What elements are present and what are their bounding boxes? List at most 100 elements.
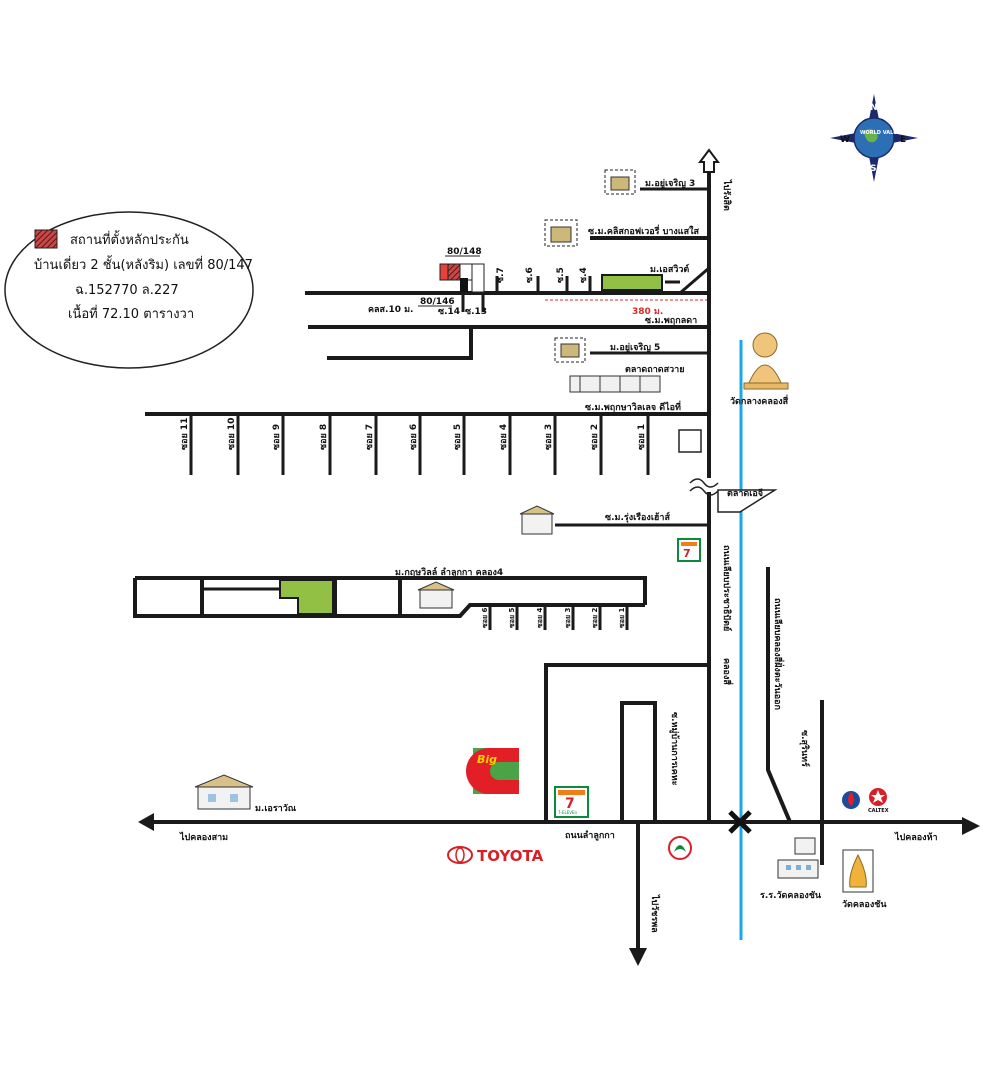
label-soi5: ซ.5	[556, 267, 566, 283]
compass-e: E	[900, 135, 906, 145]
ptt-icon	[842, 791, 860, 809]
upper-soi-label: ซอย 2	[590, 424, 600, 450]
seven-eleven-south-icon: 7 7-ELEVEn	[554, 786, 589, 818]
stupa-icon	[849, 853, 867, 888]
plot-green-kritsada	[279, 579, 334, 615]
upper-soi-label: ซอย 4	[499, 424, 509, 450]
upper-soi-label: ซอย 7	[365, 424, 375, 450]
big-c-text: Big	[477, 753, 497, 766]
lower-soi-label: ซอย 5	[508, 608, 516, 628]
label-wat-khlong4: วัดกลางคลองสี่	[730, 394, 789, 407]
big-c-logo: Big	[466, 748, 519, 794]
label-to-rangsit: ไปรังสิต	[721, 179, 733, 211]
lower-soi-label: ซอย 4	[536, 608, 544, 628]
label-m-ayuchern3: ม.อยู่เจริญ 3	[645, 178, 695, 189]
legend-house: บ้านเดี่ยว 2 ชั้น(หลังริม) เลขที่ 80/147	[34, 255, 253, 273]
label-to-khlong5: ไปคลองห้า	[894, 831, 938, 843]
upper-soi-label: ซอย 1	[637, 424, 647, 450]
canal: คลองสี่	[721, 340, 743, 940]
house-icon	[560, 343, 580, 358]
label-m-kritsada: ม.กฤษวิลล์ ลำลูกกา คลอง4	[395, 566, 503, 578]
house-icon	[550, 226, 572, 243]
svg-text:7: 7	[683, 547, 691, 560]
house-icon	[419, 589, 453, 609]
label-to-wiwat: ไปวัชรพล	[649, 894, 661, 933]
compass-n: N	[870, 103, 878, 113]
upper-soi-label: ซอย 11	[180, 418, 190, 450]
soi-m-phruksa: ซ.ม.พฤกลดา	[308, 316, 709, 329]
seven-eleven-icon: 7	[677, 538, 701, 562]
poi-wat-khlongchan: วัดคลองชัน	[842, 849, 887, 910]
poi-wat-khlong4: วัดกลางคลองสี่	[730, 332, 789, 407]
label-market: ตลาดถาดสวาย	[625, 365, 684, 375]
legend-deed: ฉ.152770 ล.227	[75, 283, 179, 298]
label-khlong4: คลองสี่	[721, 658, 734, 685]
building-block	[678, 429, 702, 453]
label-soi6: ซ.6	[525, 267, 535, 283]
toyota-text: TOYOTA	[477, 847, 544, 865]
poi-m-erawan: ม.เอราวัณ	[194, 774, 297, 814]
label-soi-m-classic: ซ.ม.คลิสกอฟเวอรี่ บางแสใส	[588, 224, 699, 237]
toyota-logo: TOYOTA	[447, 846, 544, 865]
soi-village: ซ.หมู่บ้านการเคหะ	[544, 663, 709, 822]
label-soi14: ซ.14	[438, 307, 460, 317]
upper-soi-label: ซอย 10	[227, 418, 237, 450]
label-distance-380: 380 ม.	[632, 307, 663, 317]
lower-soi-label: ซอย 3	[564, 608, 572, 628]
upper-soi-label: ซอย 9	[272, 424, 282, 450]
buddha-icon	[747, 364, 783, 386]
upper-soi-label: ซอย 5	[453, 424, 463, 450]
east-roads: ถนนเลียบคลองสี่ฝั่งตะวันออก ซ.สุรินทร์	[766, 567, 824, 865]
arrow-east-icon	[962, 817, 980, 835]
label-soi-village: ซ.หมู่บ้านการเคหะ	[669, 712, 680, 786]
lower-soi-label: ซอย 1	[618, 608, 626, 628]
seven-eleven-text: 7-ELEVEn	[558, 810, 578, 815]
soi-m-phruksa-ville: ซ.ม.พฤกษาวิลเลจ ดีไอที่	[145, 400, 709, 416]
compass-w: W	[840, 135, 850, 145]
lower-soi-label: ซอย 6	[481, 608, 489, 628]
legend-swatch	[34, 229, 58, 249]
house-icon	[610, 176, 630, 191]
main-horizontal-road: ไปคลองสาม ไปคลองห้า ถนนลำลูกกา	[138, 810, 980, 843]
label-road-khlong4-side: ถนนเลียบคลองสี่ฝั่งตะวันออก	[772, 598, 785, 710]
legend-title: สถานที่ตั้งหลักประกัน	[70, 230, 189, 248]
poi-m-ayuchern3: ม.อยู่เจริญ 3	[604, 169, 709, 195]
label-soi-m-rungrueang: ซ.ม.รุ่งเรืองเฮ้าส์	[605, 511, 670, 523]
label-m-asawin: ม.เอสวิวต์	[650, 263, 689, 275]
arrow-south-icon	[629, 948, 647, 966]
poi-m-ayuchern5: ม.อยู่เจริญ 5	[554, 337, 709, 363]
market-icon	[569, 375, 661, 393]
lower-soi-label: ซอย 2	[591, 608, 599, 628]
compass: N E S W WORLD VALUATION	[830, 94, 918, 182]
legend: สถานที่ตั้งหลักประกัน บ้านเดี่ยว 2 ชั้น(…	[4, 211, 254, 369]
soi-m-classic: ซ.ม.คลิสกอฟเวอรี่ บางแสใส	[544, 219, 709, 247]
label-soi13: ซ.13	[465, 307, 487, 317]
caltex-icon: CALTEX	[868, 788, 889, 814]
label-market-ag: ตลาดเอจี	[727, 488, 763, 499]
upper-soi-label: ซอย 3	[544, 424, 554, 450]
label-soi-m-phruksa: ซ.ม.พฤกลดา	[645, 316, 697, 326]
south-road: ไปวัชรพล	[629, 822, 661, 966]
arrow-west-icon	[138, 813, 154, 831]
m-kritsada-block: ม.กฤษวิลล์ ลำลูกกา คลอง4	[133, 566, 647, 618]
label-road-prachathipat: ถนนเลียบประชาธิปัตย์	[721, 545, 733, 631]
upper-soi-label: ซอย 8	[319, 424, 329, 450]
label-soi-surin: ซ.สุรินทร์	[799, 730, 811, 767]
branch-road	[327, 327, 473, 360]
label-school: ร.ร.วัดคลองชัน	[760, 890, 822, 901]
plot-m-asawin	[601, 274, 663, 291]
label-m-erawan: ม.เอราวัณ	[255, 803, 297, 814]
svg-text:7: 7	[565, 796, 575, 812]
upper-soi-label: ซอย 6	[409, 424, 419, 450]
label-road-lamlukka: ถนนลำลูกกา	[565, 830, 615, 841]
label-soi-m-phruksa-ville: ซ.ม.พฤกษาวิลเลจ ดีไอที่	[585, 400, 681, 413]
label-house-80-148: 80/148	[447, 247, 482, 257]
lower-soi-group: ซอย 6 ซอย 5 ซอย 4 ซอย 3 ซอย 2 ซอย 1	[481, 605, 629, 630]
upper-soi-group: ซอย 11 ซอย 10 ซอย 9 ซอย 8 ซอย 7 ซอย 6 ซอย 5 ซอย…	[180, 414, 650, 475]
label-m-ayuchern5: ม.อยู่เจริญ 5	[610, 342, 660, 353]
soi-m-rungrueang: ซ.ม.รุ่งเรืองเฮ้าส์	[519, 505, 709, 535]
bank-icon	[668, 836, 692, 860]
poi-market: ตลาดถาดสวาย	[569, 365, 684, 393]
caltex-text: CALTEX	[868, 808, 889, 814]
north-arrow-icon	[698, 148, 720, 173]
